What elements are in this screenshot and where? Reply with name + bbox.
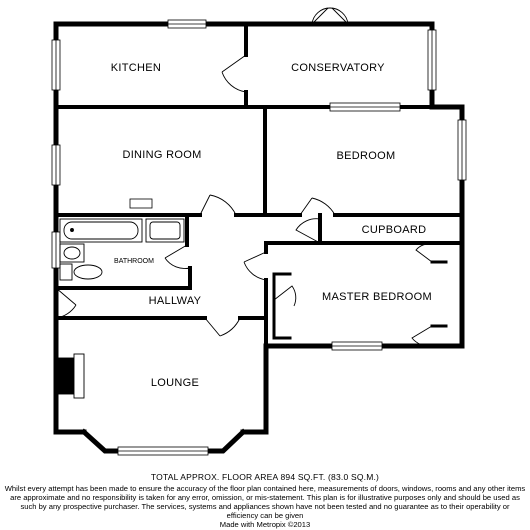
disclaimer-text: Whilst every attempt has been made to en… — [4, 484, 526, 520]
door-conservatory-leaf-left — [311, 7, 329, 25]
door-dining-hall — [199, 194, 237, 216]
label-conservatory: CONSERVATORY — [291, 62, 385, 74]
room-labels: KITCHEN CONSERVATORY DINING ROOM BEDROOM… — [111, 62, 432, 389]
label-lounge: LOUNGE — [151, 377, 199, 389]
doors — [55, 7, 433, 347]
label-bathroom: BATHROOM — [114, 258, 154, 265]
fixtures — [57, 218, 185, 399]
wall-master-cupboard — [272, 272, 292, 340]
door-bathroom — [164, 244, 191, 269]
washbasin-icon — [59, 243, 85, 263]
fireplace-icon — [57, 353, 85, 399]
bath-icon — [59, 218, 143, 243]
door-master-cupboard — [273, 285, 297, 307]
door-master-hall — [243, 251, 267, 281]
window-kitchen-bottom — [129, 198, 153, 209]
label-master-bedroom: MASTER BEDROOM — [322, 291, 432, 303]
label-cupboard: CUPBOARD — [362, 224, 427, 236]
door-lounge-hall — [204, 317, 241, 337]
door-cupboard — [295, 218, 321, 244]
label-dining-room: DINING ROOM — [122, 149, 201, 161]
door-conservatory-leaf-right — [331, 7, 349, 25]
plan-footer: TOTAL APPROX. FLOOR AREA 894 SQ.FT. (83.… — [0, 472, 530, 529]
toilet-icon — [59, 263, 103, 281]
floor-plan: KITCHEN CONSERVATORY DINING ROOM BEDROOM… — [51, 7, 467, 456]
label-hallway: HALLWAY — [149, 295, 202, 307]
windows — [51, 19, 467, 456]
door-master-wardrobe-bottom — [411, 325, 433, 347]
door-kitchen-conservatory — [221, 54, 247, 93]
label-bedroom: BEDROOM — [337, 150, 396, 162]
basin-icon — [145, 218, 185, 243]
door-master-wardrobe-top — [415, 243, 433, 263]
credit-text: Made with Metropix ©2013 — [219, 520, 311, 529]
total-floor-area: TOTAL APPROX. FLOOR AREA 894 SQ.FT. (83.… — [150, 472, 380, 482]
door-front-left — [55, 287, 77, 319]
label-kitchen: KITCHEN — [111, 62, 161, 74]
door-bedroom-hall — [299, 197, 336, 216]
